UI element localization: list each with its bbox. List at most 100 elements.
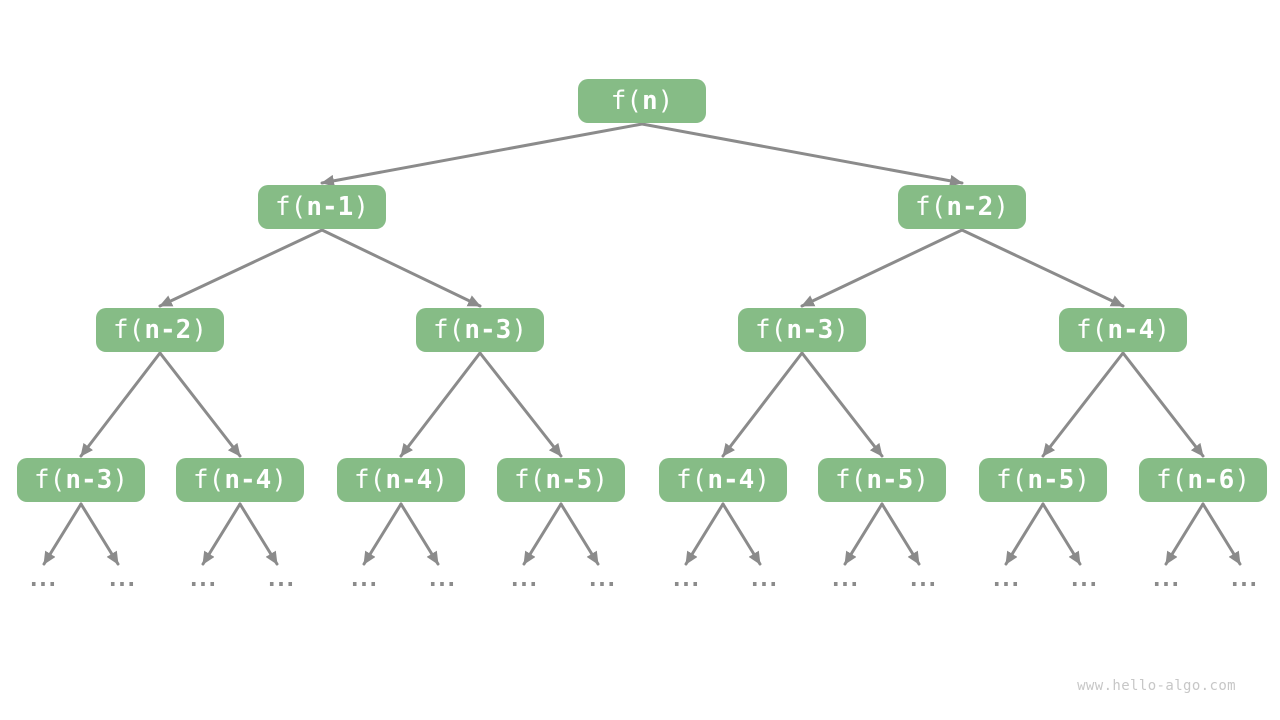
edge-arrow (522, 502, 563, 566)
node-label-core: n-6 (1187, 465, 1235, 495)
node-label-suffix: ) (993, 192, 1009, 222)
tree-node-f-n-1: f(n-1) (258, 185, 386, 229)
ellipsis-leaf: ... (187, 567, 219, 592)
node-label-core: n-4 (1107, 315, 1155, 345)
node-label-prefix: f( (610, 86, 642, 116)
node-label-prefix: f( (275, 192, 307, 222)
edge-arrow (843, 502, 884, 566)
edge-arrow (800, 351, 884, 458)
ellipsis-leaf: ... (907, 567, 939, 592)
edge-arrow (320, 228, 482, 308)
edge-arrow (559, 502, 600, 566)
tree-node-f-n-5: f(n-5) (979, 458, 1107, 502)
ellipsis-leaf: ... (1228, 567, 1260, 592)
edge-arrow (684, 502, 725, 566)
ellipsis-leaf: ... (829, 567, 861, 592)
edge-arrow (1121, 351, 1205, 458)
node-label-core: n (642, 86, 658, 116)
edge-arrow (362, 502, 403, 566)
ellipsis-leaf: ... (990, 567, 1022, 592)
node-label-prefix: f( (835, 465, 867, 495)
ellipsis-leaf: ... (508, 567, 540, 592)
node-label-suffix: ) (592, 465, 608, 495)
ellipsis-leaf: ... (27, 567, 59, 592)
edge-arrow (320, 122, 644, 187)
node-label-prefix: f( (1076, 315, 1108, 345)
node-label-suffix: ) (191, 315, 207, 345)
node-label-suffix: ) (1074, 465, 1090, 495)
node-label-suffix: ) (913, 465, 929, 495)
edge-arrow (399, 351, 482, 458)
edge-arrow (42, 502, 83, 566)
node-label-suffix: ) (271, 465, 287, 495)
node-label-core: n-2 (144, 315, 192, 345)
node-label-prefix: f( (514, 465, 546, 495)
node-label-core: n-4 (224, 465, 272, 495)
edge-arrow (1041, 502, 1082, 566)
tree-node-f-n-4: f(n-4) (659, 458, 787, 502)
node-label-suffix: ) (1154, 315, 1170, 345)
edge-arrow (79, 502, 120, 566)
ellipsis-leaf: ... (265, 567, 297, 592)
edge-arrow (399, 502, 440, 566)
ellipsis-leaf: ... (348, 567, 380, 592)
tree-node-f-n: f(n) (578, 79, 706, 123)
ellipsis-leaf: ... (748, 567, 780, 592)
edge-arrow (721, 351, 804, 458)
node-label-core: n-3 (786, 315, 834, 345)
tree-node-f-n-5: f(n-5) (818, 458, 946, 502)
edge-arrow (721, 502, 762, 566)
edge-arrow (1004, 502, 1045, 566)
tree-node-f-n-2: f(n-2) (96, 308, 224, 352)
tree-node-f-n-3: f(n-3) (416, 308, 544, 352)
node-label-suffix: ) (112, 465, 128, 495)
node-label-prefix: f( (433, 315, 465, 345)
node-label-prefix: f( (34, 465, 66, 495)
node-label-suffix: ) (833, 315, 849, 345)
node-label-core: n-5 (545, 465, 593, 495)
node-label-core: n-5 (1027, 465, 1075, 495)
node-label-prefix: f( (915, 192, 947, 222)
edge-arrow (1041, 351, 1125, 458)
node-label-core: n-3 (464, 315, 512, 345)
node-label-core: n-2 (946, 192, 994, 222)
node-label-prefix: f( (354, 465, 386, 495)
ellipsis-leaf: ... (670, 567, 702, 592)
ellipsis-leaf: ... (426, 567, 458, 592)
tree-node-f-n-3: f(n-3) (738, 308, 866, 352)
node-label-suffix: ) (432, 465, 448, 495)
edge-arrow (158, 228, 324, 308)
ellipsis-leaf: ... (1068, 567, 1100, 592)
node-label-suffix: ) (1234, 465, 1250, 495)
node-label-prefix: f( (996, 465, 1028, 495)
tree-node-f-n-4: f(n-4) (176, 458, 304, 502)
node-label-core: n-3 (65, 465, 113, 495)
edge-arrow (1201, 502, 1242, 566)
edge-arrow (201, 502, 242, 566)
node-label-suffix: ) (353, 192, 369, 222)
tree-node-f-n-4: f(n-4) (337, 458, 465, 502)
node-label-suffix: ) (754, 465, 770, 495)
edge-arrow (880, 502, 921, 566)
node-label-suffix: ) (511, 315, 527, 345)
watermark: www.hello-algo.com (1077, 678, 1236, 694)
edge-arrow (800, 228, 964, 308)
node-label-prefix: f( (755, 315, 787, 345)
tree-node-f-n-2: f(n-2) (898, 185, 1026, 229)
node-label-prefix: f( (676, 465, 708, 495)
node-label-prefix: f( (193, 465, 225, 495)
tree-node-f-n-4: f(n-4) (1059, 308, 1187, 352)
node-label-core: n-4 (707, 465, 755, 495)
ellipsis-leaf: ... (106, 567, 138, 592)
node-label-core: n-1 (306, 192, 354, 222)
edge-arrow (960, 228, 1125, 308)
edge-arrow (478, 351, 563, 458)
node-label-core: n-4 (385, 465, 433, 495)
edge-arrow (79, 351, 162, 458)
edge-arrow (158, 351, 242, 458)
tree-node-f-n-3: f(n-3) (17, 458, 145, 502)
edge-arrow (640, 122, 964, 187)
edge-arrow (1164, 502, 1205, 566)
